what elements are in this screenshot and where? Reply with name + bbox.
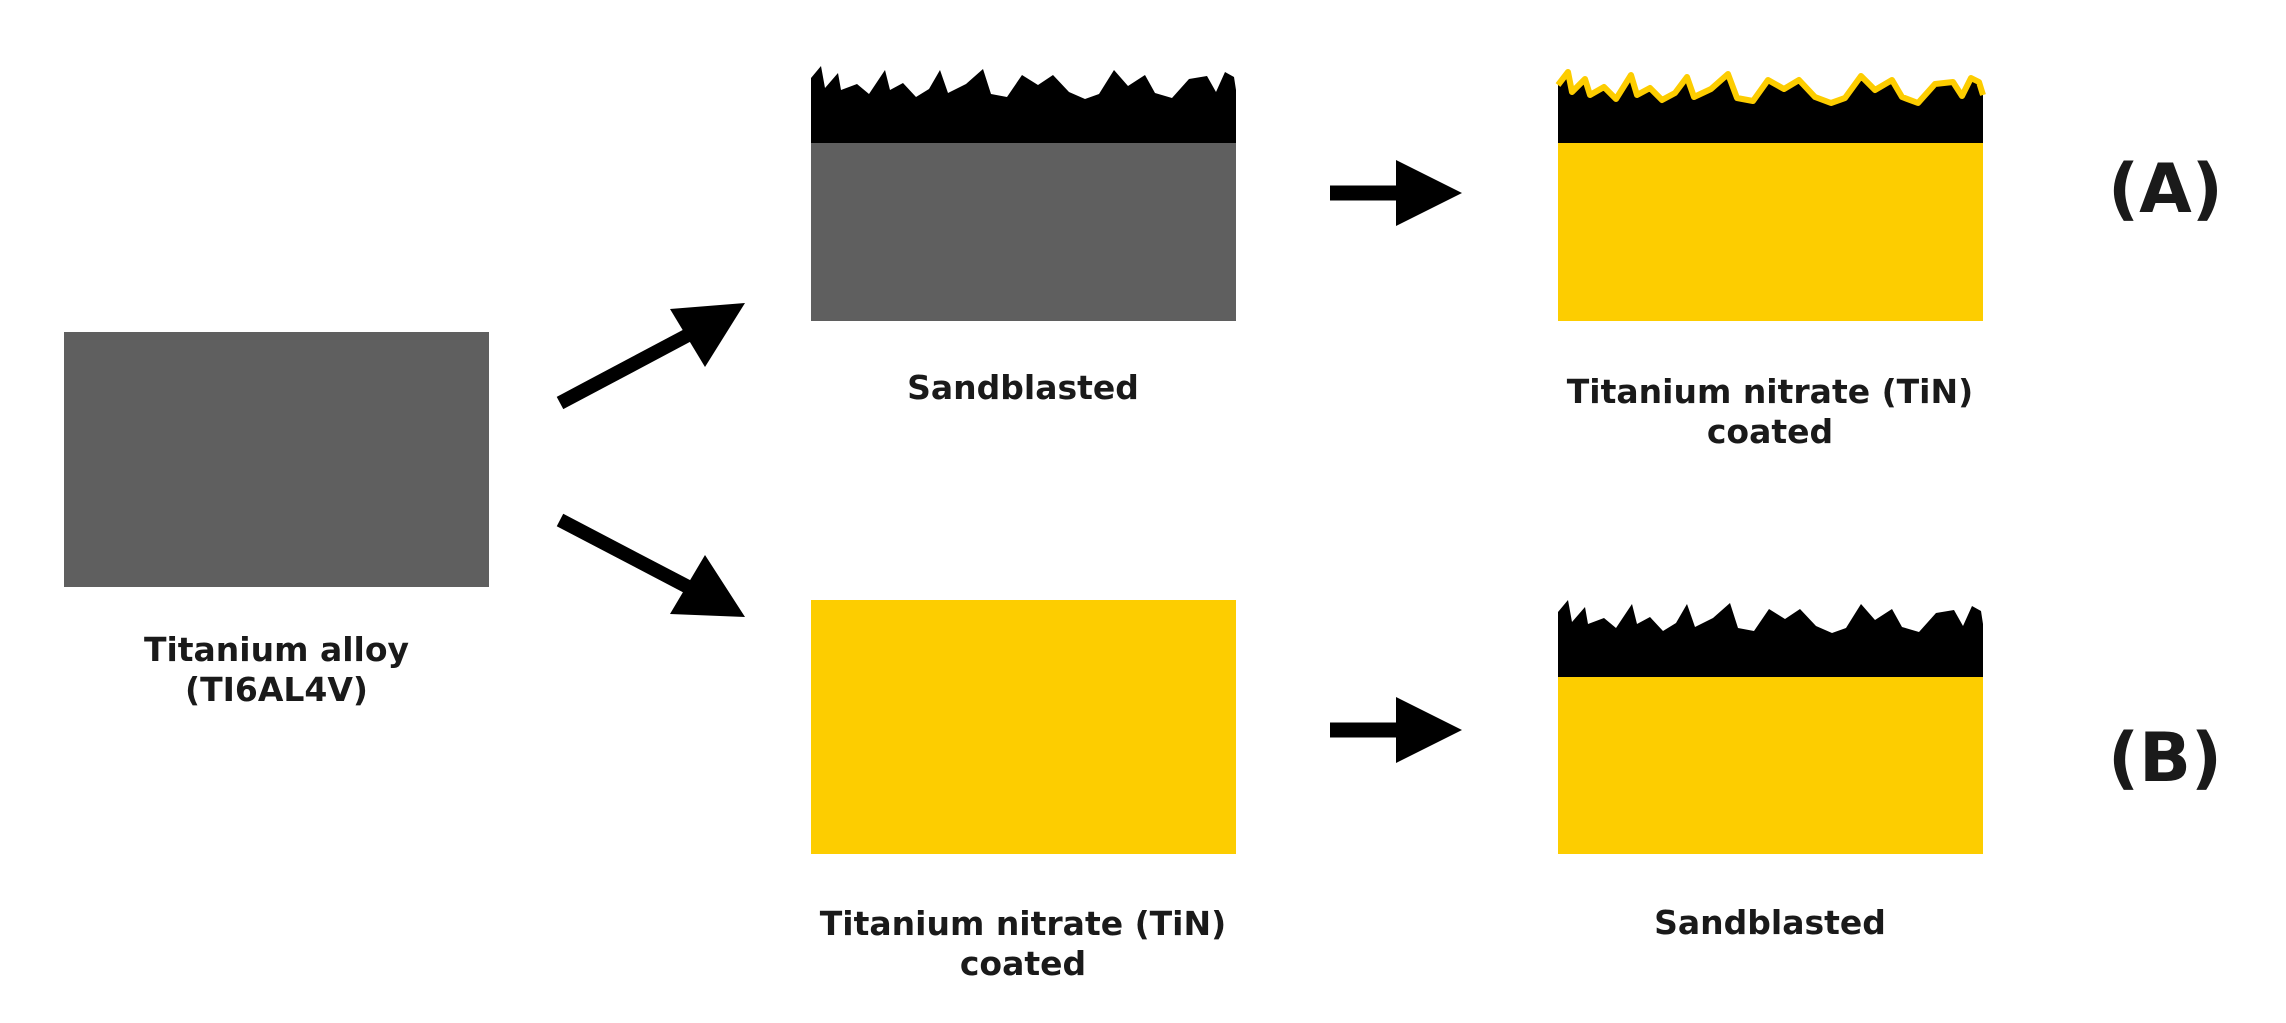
titanium-alloy-label: Titanium alloy (TI6AL4V) — [134, 630, 419, 710]
row-a-arrow — [1330, 160, 1462, 226]
rough-surface-layer — [811, 66, 1236, 143]
row-a-sandblasted-block — [811, 66, 1236, 321]
row-b-sandblasted-label: Sandblasted — [1620, 903, 1920, 943]
row-a-tin-coated-block — [1555, 69, 1986, 321]
row-b-sandblasted-block — [1558, 600, 1983, 854]
row-a-tag: (A) — [2108, 150, 2223, 229]
tin-substrate — [1558, 676, 1983, 854]
tin-coating-edge — [1555, 69, 1986, 106]
label-line: Titanium alloy — [143, 630, 410, 669]
label-line: (TI6AL4V) — [185, 670, 368, 709]
titanium-alloy-block — [64, 332, 489, 587]
arrow-to-row-b — [556, 513, 745, 617]
tin-substrate — [1558, 142, 1983, 321]
row-b-tin-coated-block — [811, 600, 1236, 854]
row-b-tag: (B) — [2108, 719, 2222, 798]
row-a-sandblasted-label: Sandblasted — [873, 368, 1173, 408]
arrow-to-row-a — [556, 303, 745, 410]
row-a-tin-coated-label: Titanium nitrate (TiN) coated — [1540, 372, 2000, 452]
rough-surface-layer — [1558, 600, 1983, 677]
label-line: coated — [1706, 412, 1834, 451]
row-b-tin-coated-label: Titanium nitrate (TiN) coated — [793, 904, 1253, 984]
label-line: Sandblasted — [1654, 903, 1886, 942]
label-line: coated — [959, 944, 1087, 983]
label-line: Sandblasted — [907, 368, 1139, 407]
label-line: Titanium nitrate (TiN) — [1566, 372, 1974, 411]
titanium-substrate — [811, 142, 1236, 321]
label-line: Titanium nitrate (TiN) — [819, 904, 1227, 943]
row-b-arrow — [1330, 697, 1462, 763]
